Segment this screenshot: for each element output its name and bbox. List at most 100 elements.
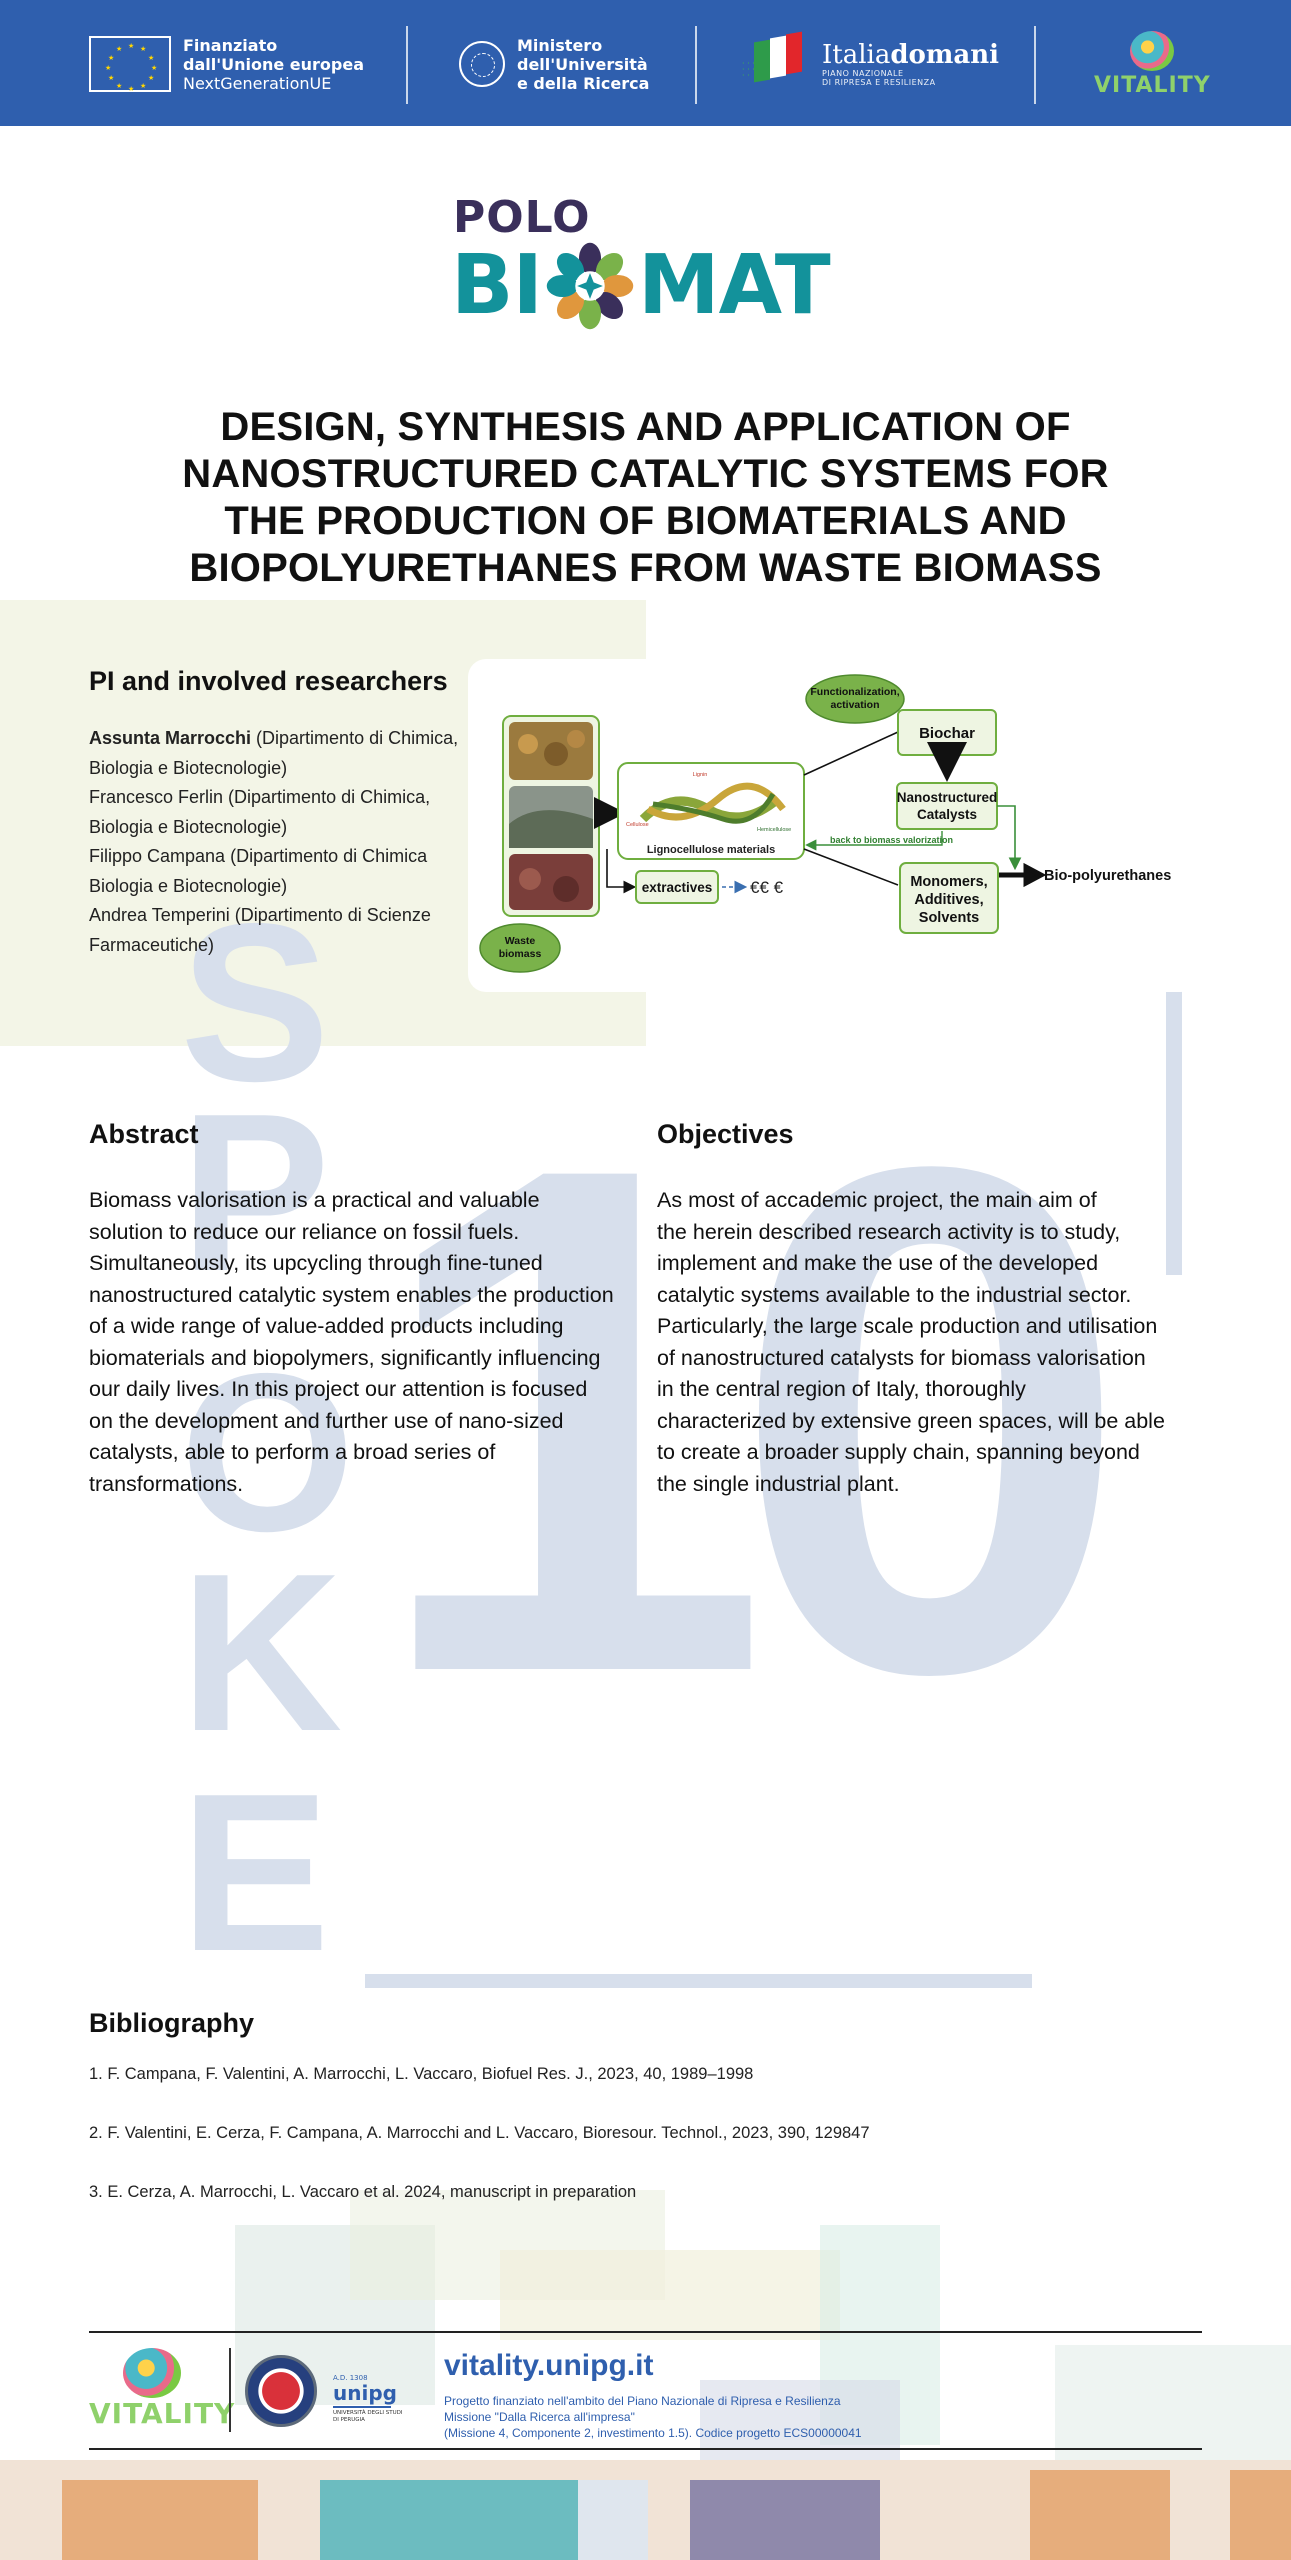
functionalization-bubble: Functionalization, activation (805, 674, 905, 724)
logo-mat-word: MAT (638, 238, 831, 333)
researcher-affiliation: (Dipartimento di Scienze (229, 905, 431, 925)
abstract-body: Biomass valorisation is a practical and … (89, 1185, 649, 1500)
objectives-line: As most of accademic project, the main a… (657, 1188, 1097, 1212)
researcher-affiliation: Biologia e Biotecnologie) (89, 816, 288, 837)
researcher-name: Filippo Campana (89, 846, 226, 866)
decor-block (1030, 2470, 1170, 2560)
footer-top-rule (89, 2331, 1202, 2333)
cellulose-label: Cellulose (626, 822, 649, 828)
decor-block (62, 2480, 258, 2560)
objectives-line: implement and make the use of the develo… (657, 1251, 1099, 1275)
nanostructured-catalysts-box: Nanostructured Catalysts (896, 782, 998, 830)
extractives-box: extractives (635, 870, 719, 904)
bibliography-item: 3. E. Cerza, A. Marrocchi, L. Vaccaro et… (89, 2183, 637, 2201)
spoke-letter: E (180, 1746, 331, 1998)
italiadomani-sub2: DI RIPRESA E RESILIENZA (822, 78, 936, 87)
euro-label: €€ € (750, 878, 784, 897)
objectives-line: of nanostructured catalysts for biomass … (657, 1345, 1146, 1370)
footer-divider (229, 2348, 231, 2432)
objectives-body: As most of accademic project, the main a… (657, 1185, 1187, 1500)
header-divider (1034, 26, 1036, 104)
flower-icon (546, 242, 634, 330)
vitality-header-wordmark: VITALITY (1094, 72, 1211, 98)
researcher-name: Francesco Ferlin (89, 787, 224, 807)
process-diagram: Waste biomass Lignin Cellulose Hemicellu… (479, 674, 1171, 973)
biochar-label: Biochar (919, 725, 975, 742)
logo-bi-word: BI (451, 238, 543, 333)
monomers-label-c: Solvents (919, 910, 979, 926)
title-line: BIOPOLYURETHANES FROM WASTE BIOMASS (189, 546, 1102, 590)
objectives-line: Particularly, the large scale production… (657, 1314, 1158, 1338)
abstract-line: on the development and further use of na… (89, 1408, 564, 1433)
spoke-vertical-bar (1166, 990, 1182, 1275)
decor-block (320, 2480, 578, 2560)
lignocellulose-label: Lignocellulose materials (647, 844, 775, 856)
connector (803, 848, 899, 886)
monomers-box: Monomers, Additives, Solvents (899, 862, 999, 934)
italiadomani-word-b: domani (890, 40, 1000, 70)
decor-block (1055, 2345, 1291, 2460)
arrow (805, 831, 943, 851)
funding-line: Missione "Dalla Ricerca all'impresa" (444, 2410, 635, 2424)
italiadomani-logo: · · ·· · ·· · Italiadomani PIANO NAZIONA… (742, 24, 999, 104)
abstract-line: Biomass valorisation is a practical and … (89, 1188, 540, 1212)
abstract-line: catalysts, able to perform a broad serie… (89, 1440, 496, 1464)
objectives-line: catalytic systems available to the indus… (657, 1282, 1132, 1307)
abstract-line: solution to reduce our reliance on fossi… (89, 1219, 520, 1244)
spoke-letter: K (180, 1526, 343, 1778)
lignin-label: Lignin (693, 772, 708, 778)
objectives-section: Objectives As most of accademic project,… (657, 1117, 1187, 1500)
researchers-heading: PI and involved researchers (89, 666, 448, 696)
vitality-footer-logo: VITALITY (89, 2348, 234, 2434)
objectives-line: in the central region of Italy, thorough… (657, 1377, 1026, 1401)
researchers-list: Assunta Marrocchi (Dipartimento di Chimi… (89, 724, 459, 960)
italy-flag-icon: · · ·· · ·· · (742, 31, 812, 97)
bibliography-section: Bibliography 1. F. Campana, F. Valentini… (89, 2006, 1199, 2202)
spoke-number: 10 (370, 1017, 1131, 1822)
vitality-website-link[interactable]: vitality.unipg.it (444, 2349, 654, 2382)
spoke-letter: S (180, 876, 331, 1128)
abstract-line: nanostructured catalytic system enables … (89, 1282, 614, 1307)
objectives-line: to create a broader supply chain, spanni… (657, 1440, 1140, 1464)
arrow (997, 805, 1022, 871)
vitality-globe-icon (123, 2348, 181, 2398)
title-line: NANOSTRUCTURED CATALYTIC SYSTEMS FOR (182, 452, 1109, 496)
decor-block (700, 2380, 900, 2460)
funding-statement: Progetto finanziato nell'ambito del Pian… (444, 2393, 862, 2441)
footer-bottom-rule (89, 2448, 1202, 2450)
vitality-globe-icon (1130, 30, 1175, 71)
header-band: ★★ ★★ ★★ ★★ ★★ ★★ Finanziato dall'Unione… (0, 0, 1291, 126)
objectives-line: the single industrial plant. (657, 1471, 900, 1496)
researcher-affiliation: (Dipartimento di Chimica (225, 846, 428, 866)
researchers-section: PI and involved researchers Assunta Marr… (89, 664, 459, 960)
researcher-affiliation: Biologia e Biotecnologie) (89, 757, 288, 778)
objectives-line: the herein described research activity i… (657, 1219, 1121, 1244)
objectives-line: characterized by extensive green spaces,… (657, 1408, 1165, 1433)
title-line: DESIGN, SYNTHESIS AND APPLICATION OF (220, 405, 1071, 449)
funding-line: (Missione 4, Componente 2, investimento … (444, 2426, 862, 2440)
italiadomani-sub1: PIANO NAZIONALE (822, 69, 904, 78)
poster-title: DESIGN, SYNTHESIS AND APPLICATION OF NAN… (150, 404, 1141, 592)
functionalization-label-b: activation (830, 699, 879, 711)
decor-block (1230, 2470, 1291, 2560)
decor-block (578, 2480, 648, 2560)
arrow (999, 862, 1047, 888)
abstract-line: our daily lives. In this project our att… (89, 1377, 588, 1401)
abstract-heading: Abstract (89, 1119, 199, 1149)
extractives-label: extractives (642, 880, 713, 895)
monomers-label-b: Additives, (914, 892, 983, 908)
nano-label-b: Catalysts (917, 807, 977, 822)
researcher-affiliation: Farmaceutiche) (89, 934, 215, 955)
researcher-affiliation: (Dipartimento di Chimica, (251, 728, 459, 748)
researcher-name: Andrea Temperini (89, 905, 230, 925)
decor-block (500, 2250, 840, 2340)
arrow (606, 849, 637, 894)
spoke-underline-bar (365, 1974, 1032, 1988)
ministry-text-line2: dell'Università (517, 54, 648, 74)
researcher-entry: Filippo Campana (Dipartimento di Chimica… (89, 842, 459, 901)
logo-polo-word: POLO (453, 192, 591, 243)
unipg-year: A.D. 1308 (333, 2374, 368, 2382)
bibliography-item: 1. F. Campana, F. Valentini, A. Marrocch… (89, 2065, 754, 2083)
decor-block (690, 2480, 880, 2560)
waste-biomass-label-b: biomass (499, 948, 542, 960)
